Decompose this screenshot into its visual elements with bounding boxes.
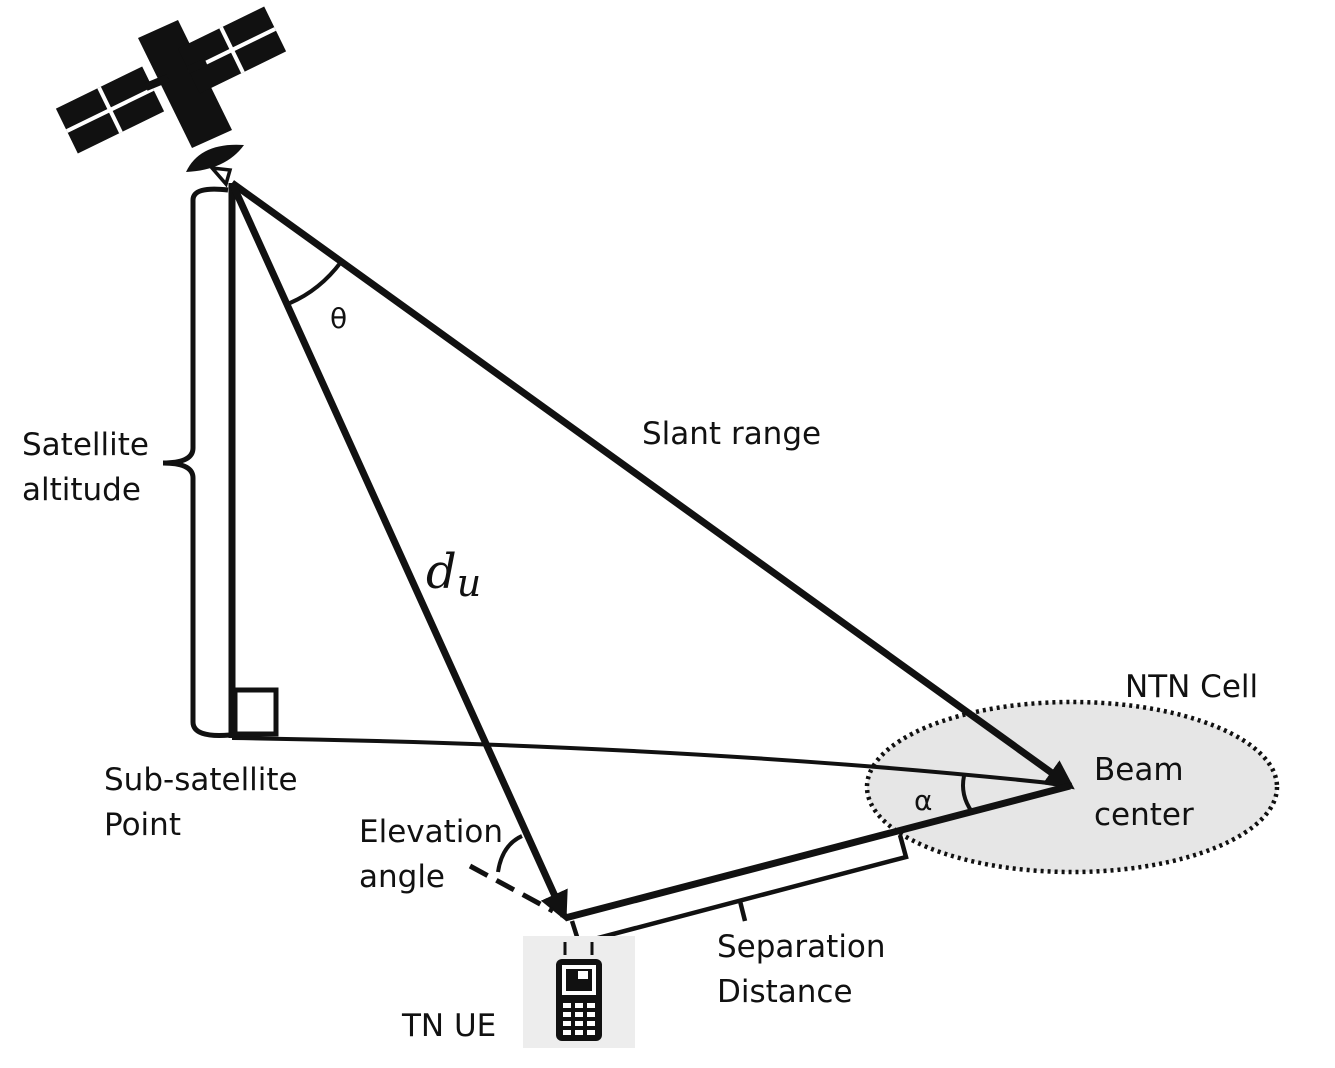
beam-center-label-line1: Beam <box>1094 752 1184 788</box>
elevation-dashed-line <box>468 863 555 914</box>
beam-center-label-line2: center <box>1094 797 1194 833</box>
sub-satellite-label-line1: Sub-satellite <box>104 762 298 798</box>
right-angle-marker <box>232 687 279 737</box>
elevation-angle-arc <box>496 834 523 873</box>
separation-bracket-tick <box>737 900 748 922</box>
slant-range-label: Slant range <box>642 416 821 452</box>
du-label-main: d <box>426 544 457 600</box>
separation-distance-label-line2: Distance <box>717 974 853 1010</box>
elevation-angle-label-line1: Elevation <box>359 814 503 850</box>
satellite-altitude-label-line1: Satellite <box>22 427 149 463</box>
slant-range-line <box>229 180 1075 790</box>
theta-angle-arc <box>289 260 343 305</box>
satellite-altitude-label-line2: altitude <box>22 472 141 508</box>
elevation-angle-label-line2: angle <box>359 859 445 895</box>
theta-label: θ <box>330 302 347 335</box>
separation-distance-label-line1: Separation <box>717 929 886 965</box>
ntn-cell-label: NTN Cell <box>1125 669 1258 705</box>
tn-ue-label: TN UE <box>401 1008 496 1044</box>
separation-bracket <box>569 834 909 946</box>
alpha-label: α <box>914 784 932 817</box>
satellite-icon <box>55 6 287 188</box>
du-label: du <box>426 544 481 605</box>
alpha-angle-arc <box>961 775 974 814</box>
sub-satellite-label-line2: Point <box>104 807 181 843</box>
ground-arc <box>231 736 1069 787</box>
handheld-terminal-icon <box>523 936 635 1048</box>
du-label-sub: u <box>457 561 481 605</box>
ue-to-beam-line <box>564 782 1071 922</box>
du-line <box>228 181 568 922</box>
altitude-brace <box>162 186 231 738</box>
